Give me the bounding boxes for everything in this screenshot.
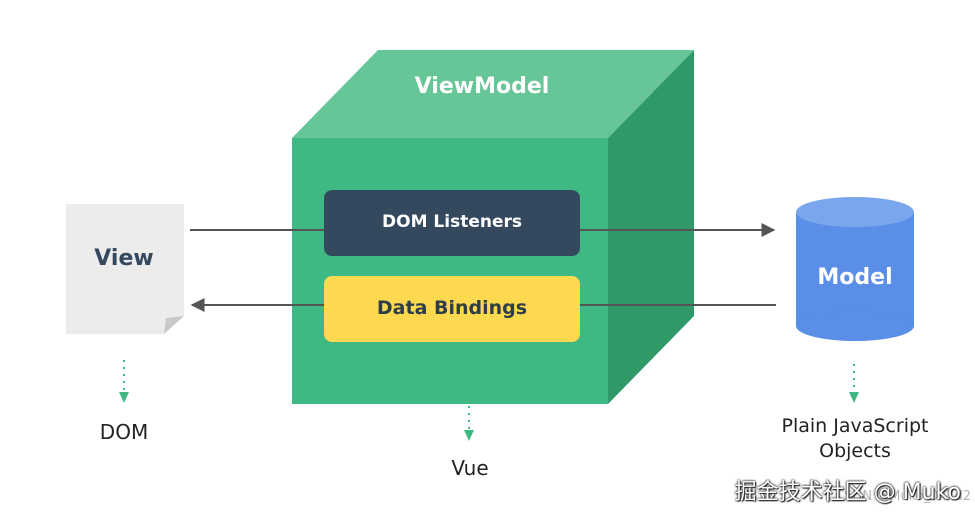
view-page-sheet	[66, 204, 184, 334]
model-label: Model	[817, 265, 893, 290]
vue-caption: Vue	[451, 456, 489, 480]
viewmodel-cube	[292, 50, 694, 404]
cylinder-body	[796, 212, 914, 326]
dom-caption: DOM	[99, 420, 149, 444]
view-label: View	[94, 246, 154, 271]
view-page	[66, 204, 184, 334]
cube-side-face	[608, 50, 694, 404]
model-cylinder	[796, 197, 914, 341]
watermark-sub: CSDN @Muko_0x7d2	[835, 489, 971, 504]
data-bindings-box	[324, 276, 580, 342]
cylinder-bottom	[796, 311, 914, 341]
caption-line-1: Plain JavaScript	[781, 415, 929, 437]
plain-js-objects-caption: Plain JavaScript Objects	[760, 414, 950, 464]
view-page-fold	[164, 316, 184, 334]
viewmodel-title: ViewModel	[414, 74, 550, 99]
dom-dotted-arrow	[119, 360, 129, 403]
cylinder-top	[796, 197, 914, 227]
model-dotted-arrow	[849, 364, 859, 403]
dom-listeners-box	[324, 190, 580, 256]
data-bindings-label: Data Bindings	[376, 297, 528, 319]
watermark-main: 掘金技术社区 @ Muko	[734, 480, 961, 505]
dom-listeners-label: DOM Listeners	[382, 212, 522, 232]
vue-dotted-arrow	[464, 406, 474, 441]
cube-front-face	[292, 138, 608, 404]
caption-line-2: Objects	[819, 440, 891, 462]
cube-top-face	[292, 50, 694, 138]
